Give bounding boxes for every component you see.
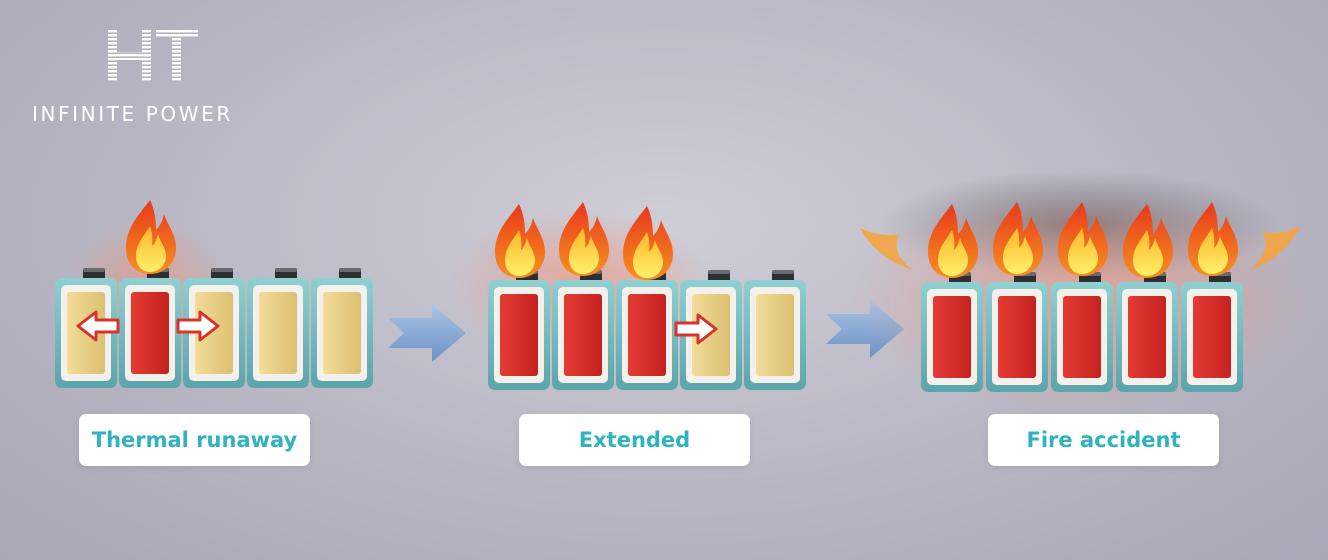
stage-label-extended: Extended — [519, 414, 750, 466]
progress-arrow-icon — [388, 304, 466, 362]
battery-cell-burning — [1181, 272, 1243, 392]
battery-cell-burning — [488, 270, 550, 390]
battery-cell-safe — [311, 268, 373, 388]
battery-cell-burning — [1116, 272, 1178, 392]
battery-cell-burning — [552, 270, 614, 390]
stage-label-thermal-runaway: Thermal runaway — [79, 414, 310, 466]
side-flame-right-icon — [1250, 226, 1300, 270]
battery-cell-burning — [986, 272, 1048, 392]
battery-cell-burning — [616, 270, 678, 390]
stage-3-fire-accident — [850, 170, 1310, 410]
stage-2-extended — [450, 202, 806, 390]
brand-name: INFINITE POWER — [32, 102, 233, 126]
stage-1-thermal-runaway — [55, 200, 373, 388]
ht-logo-mark — [108, 30, 198, 82]
stage-label-fire-accident: Fire accident — [988, 414, 1219, 466]
battery-cell-safe — [744, 270, 806, 390]
battery-cell-burning — [119, 268, 181, 388]
side-flame-left-icon — [860, 228, 912, 270]
battery-cell-burning — [921, 272, 983, 392]
battery-cell-safe — [247, 268, 309, 388]
battery-cell-burning — [1051, 272, 1113, 392]
flame-icon — [126, 200, 176, 274]
